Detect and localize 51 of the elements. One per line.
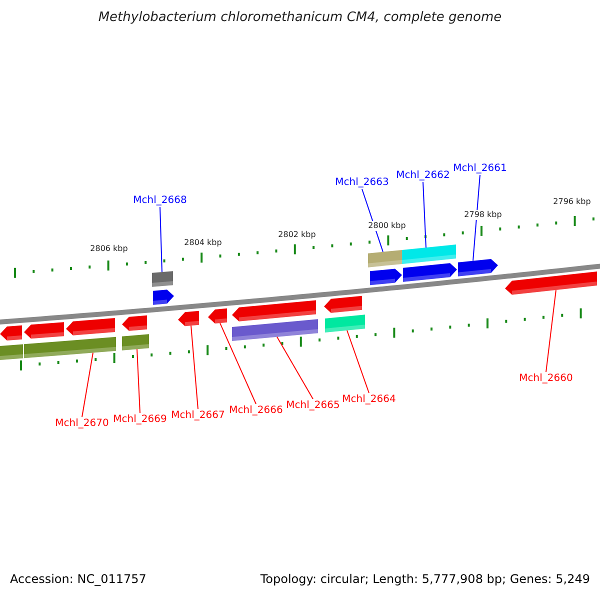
gene-label: Mchl_2661	[453, 162, 507, 175]
gene-label: Mchl_2665	[286, 399, 340, 412]
gene-feature	[403, 263, 457, 282]
leader-line	[136, 348, 140, 414]
scale-label: 2796 kbp	[553, 197, 591, 207]
gene-feature	[505, 272, 597, 295]
leader-line	[160, 206, 162, 273]
title: Methylobacterium chloromethanicum CM4, complete genome	[98, 10, 502, 25]
feature-bar	[0, 344, 23, 360]
scale-label: 2802 kbp	[278, 230, 316, 240]
feature-bar	[325, 314, 365, 332]
gene-feature	[153, 290, 174, 305]
gene-feature	[458, 258, 498, 276]
scale-label: 2800 kbp	[368, 221, 406, 231]
leader-line	[346, 330, 370, 394]
gene-feature	[370, 268, 402, 286]
gene-feature	[66, 318, 115, 336]
leader-line	[276, 336, 314, 400]
leader-line	[190, 325, 198, 410]
gene-feature	[324, 296, 362, 313]
gene-label: Mchl_2668	[133, 194, 187, 207]
leader-line	[422, 182, 426, 248]
gene-feature	[24, 322, 64, 339]
feature-bar	[152, 271, 173, 287]
gene-label: Mchl_2669	[113, 413, 167, 426]
leader-line	[546, 290, 556, 372]
gene-label: Mchl_2670	[55, 417, 109, 430]
feature-bar	[122, 334, 149, 350]
gene-label: Mchl_2662	[396, 169, 450, 182]
gene-feature	[178, 310, 199, 326]
gene-label: Mchl_2666	[229, 404, 283, 417]
gene-feature	[0, 325, 22, 340]
gene-label: Mchl_2663	[335, 176, 389, 189]
feature-bar	[66, 336, 116, 355]
feature-bar	[368, 250, 402, 268]
leader-line	[472, 174, 480, 262]
gene-label: Mchl_2667	[171, 409, 225, 422]
leader-line	[220, 322, 256, 404]
scale-label: 2806 kbp	[90, 244, 128, 254]
feature-bar	[402, 244, 456, 264]
feature-bar	[232, 319, 318, 341]
gene-label: Mchl_2660	[519, 372, 573, 385]
gene-feature	[208, 308, 227, 324]
leader-line	[82, 352, 94, 418]
footer-text: Accession: NC_011757	[10, 574, 146, 584]
gene-feature	[122, 315, 147, 331]
footer-text: Topology: circular; Length: 5,777,908 bp; Genes: 5,249	[260, 574, 590, 584]
gene-label: Mchl_2664	[342, 393, 396, 406]
gene-feature	[232, 300, 316, 322]
scale-label: 2804 kbp	[184, 238, 222, 248]
scale-label: 2798 kbp	[464, 210, 502, 220]
